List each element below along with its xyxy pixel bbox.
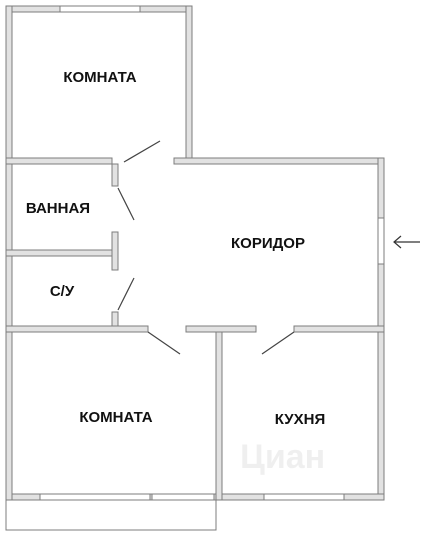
wall-toilet-stub [111,311,119,327]
wall-bath-toilet [5,249,119,257]
window-kitchen [263,493,345,501]
wall-left-top [5,5,13,333]
wall-corridor-bottom-left [185,325,257,333]
window-room-bottom-2 [151,493,215,501]
wall-top-corridor [173,157,385,165]
window-top [59,5,141,13]
wall-corridor-bottom-right [293,325,385,333]
label-bathroom: ВАННАЯ [26,200,90,217]
wall-left-bottom [5,331,13,501]
wall-right-top-room [185,5,193,165]
balcony [5,499,217,531]
door-toilet [117,277,135,311]
label-toilet: С/У [50,283,75,300]
door-room-bottom [147,331,181,355]
arrow-left-icon [393,235,420,249]
wall-room-top-bottom [5,157,113,165]
wall-bath-stub-top [111,163,119,187]
door-bathroom [117,187,135,221]
window-corridor-right [377,217,385,265]
label-corridor: КОРИДОР [231,235,305,252]
door-kitchen [261,331,295,355]
window-room-bottom-1 [39,493,151,501]
watermark-text: Циан [240,438,325,476]
door-room-top [123,140,161,163]
wall-room-kitchen [215,331,223,501]
wall-bath-stub-bottom [111,231,119,271]
label-room-bottom: КОМНАТА [79,409,152,426]
label-room-top: КОМНАТА [63,69,136,86]
wall-toilet-bottom [5,325,149,333]
label-kitchen: КУХНЯ [275,411,325,428]
